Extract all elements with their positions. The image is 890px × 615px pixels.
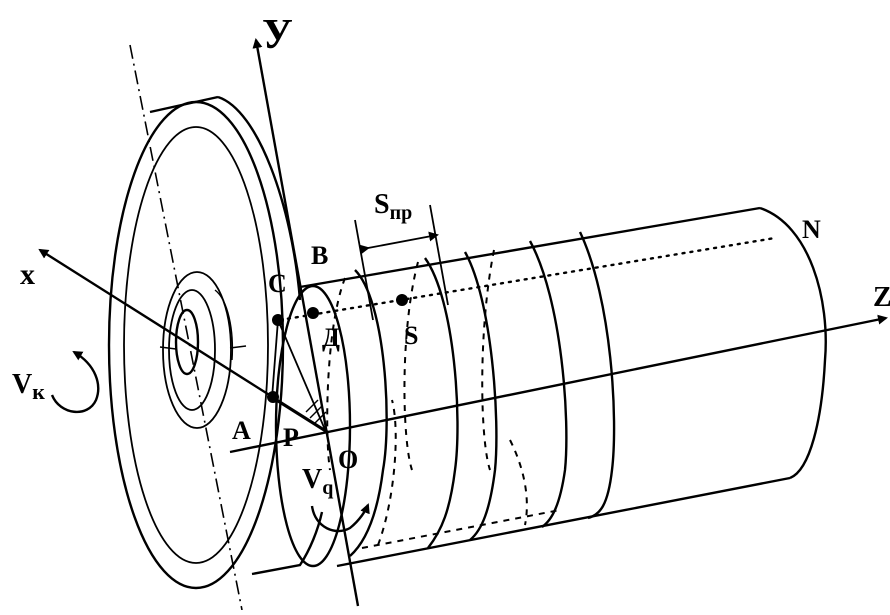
- feed-extension-left: [354, 219, 374, 321]
- cylinder-section-1: [349, 269, 388, 557]
- point-d: [307, 307, 319, 319]
- cylinder-section-7: [403, 261, 419, 471]
- label-n: N: [802, 215, 821, 244]
- cylinder-hidden-back-bottom: [361, 509, 561, 549]
- contact-hatch-1: [305, 399, 319, 413]
- label-c: C: [268, 269, 287, 298]
- cylinder-section-4: [528, 240, 568, 528]
- feed-dimension: [354, 204, 449, 321]
- label-s-pr-sub: пр: [390, 202, 413, 224]
- cylinder-section-5: [578, 231, 616, 520]
- label-p: P: [283, 423, 299, 452]
- z-axis-line: [229, 314, 888, 454]
- label-d: Д: [322, 323, 340, 352]
- point-s: [396, 294, 408, 306]
- label-o: O: [338, 445, 358, 474]
- cylinder-end-face-left: [274, 284, 352, 568]
- contact-chord-ca: [271, 319, 279, 399]
- cylinder-section-3: [463, 251, 498, 541]
- cylinder-hidden-back-right: [509, 439, 528, 526]
- feed-extension-right: [429, 204, 449, 306]
- contact-zone: [271, 319, 327, 433]
- x-axis-line: [38, 248, 329, 434]
- cylinder-section-6: [326, 277, 346, 471]
- label-v-k-main: V: [12, 369, 32, 400]
- wheel-front-rim: [107, 100, 285, 590]
- point-c: [272, 314, 284, 326]
- label-x-axis: x: [20, 258, 35, 291]
- wheel-hub-tick-left: [159, 346, 177, 350]
- label-v-q: Vq: [302, 464, 333, 499]
- wheel-bottom-edge: [251, 511, 324, 576]
- contact-chord-cp: [277, 319, 327, 433]
- wheel-inner-rim: [123, 126, 269, 564]
- contact-hatch-2: [309, 405, 323, 419]
- wheel-back-rim: [217, 95, 302, 301]
- wheel-hub-tick-right: [229, 345, 247, 349]
- contact-line-dotted: [278, 236, 777, 322]
- cylinder-hidden-back-left: [377, 399, 397, 546]
- v-k-rotation-arrow: [50, 350, 100, 414]
- workpiece-cylinder: [274, 206, 827, 568]
- cylinder-section-2: [424, 257, 459, 549]
- wheel-centerline: [129, 44, 243, 611]
- point-a: [267, 391, 279, 403]
- label-z-axis: Z: [873, 282, 890, 313]
- cylinder-top-generatrix: [299, 206, 761, 289]
- key-points: [267, 294, 408, 403]
- grinding-wheel: [107, 44, 324, 611]
- y-axis-line: [252, 38, 360, 607]
- label-b: B: [311, 241, 328, 270]
- wheel-hub-depth: [214, 289, 234, 361]
- label-a: A: [232, 416, 251, 445]
- label-y-axis: У: [262, 12, 293, 58]
- cylinder-end-face-right: [759, 206, 827, 480]
- label-s-pr: Sпр: [374, 189, 412, 224]
- label-v-q-main: V: [302, 464, 322, 495]
- feed-dimension-line: [359, 231, 439, 255]
- cylinder-bottom-generatrix: [336, 476, 791, 568]
- contact-hatch-3: [313, 411, 327, 425]
- wheel-hub-bore: [174, 308, 200, 376]
- label-s-pr-main: S: [374, 189, 390, 220]
- wheel-hub-middle: [168, 289, 216, 411]
- wheel-top-edge: [149, 95, 219, 114]
- cylinder-section-8: [481, 249, 495, 471]
- label-v-q-sub: q: [322, 477, 333, 499]
- diagram-labels: У x Z N B C Д S A P O Sпр Vк Vq: [12, 12, 890, 499]
- label-v-k: Vк: [12, 369, 45, 404]
- coordinate-axes: [38, 38, 888, 607]
- label-s: S: [404, 321, 418, 350]
- rotation-arrows: [50, 350, 370, 533]
- v-q-rotation-arrow: [310, 503, 370, 533]
- wheel-hub-outer: [162, 271, 232, 429]
- contact-chord-ap: [271, 397, 327, 433]
- label-v-k-sub: к: [32, 379, 45, 404]
